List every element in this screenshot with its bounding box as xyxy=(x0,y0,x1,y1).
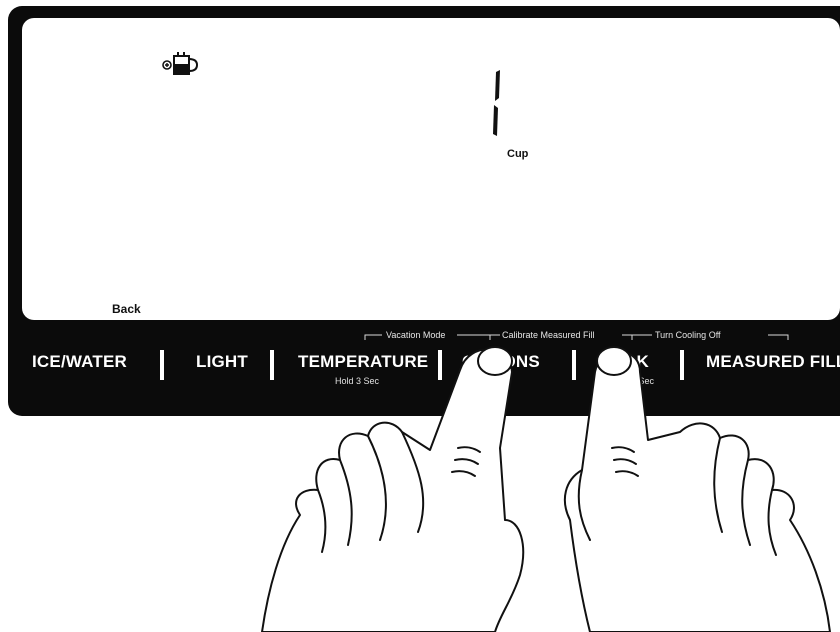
separator xyxy=(572,350,576,380)
lock-hold-label: Hold 3 Sec xyxy=(610,376,654,386)
unit-label: Cup xyxy=(507,148,528,160)
light-button[interactable]: LIGHT xyxy=(196,352,248,372)
separator xyxy=(438,350,442,380)
separator xyxy=(160,350,164,380)
button-row: ICE/WATER LIGHT TEMPERATURE Hold 3 Sec O… xyxy=(0,346,840,396)
pitcher-fill-icon xyxy=(159,50,209,78)
separator xyxy=(270,350,274,380)
vacation-mode-label: Vacation Mode xyxy=(386,330,445,340)
temperature-hold-label: Hold 3 Sec xyxy=(335,376,379,386)
ice-water-button[interactable]: ICE/WATER xyxy=(32,352,127,372)
secondary-functions-row: Vacation Mode Calibrate Measured Fill Tu… xyxy=(0,326,840,348)
options-button[interactable]: OPTIONS xyxy=(462,352,540,372)
lcd-display: Cup Back xyxy=(22,18,840,320)
temperature-button[interactable]: TEMPERATURE xyxy=(298,352,428,372)
measured-fill-button[interactable]: MEASURED FILL xyxy=(706,352,840,372)
turn-cooling-off-label: Turn Cooling Off xyxy=(655,330,721,340)
seven-segment-digit xyxy=(474,68,514,138)
lock-button[interactable]: LOCK xyxy=(600,352,649,372)
separator xyxy=(680,350,684,380)
back-label: Back xyxy=(112,302,141,316)
calibrate-measured-fill-label: Calibrate Measured Fill xyxy=(502,330,595,340)
